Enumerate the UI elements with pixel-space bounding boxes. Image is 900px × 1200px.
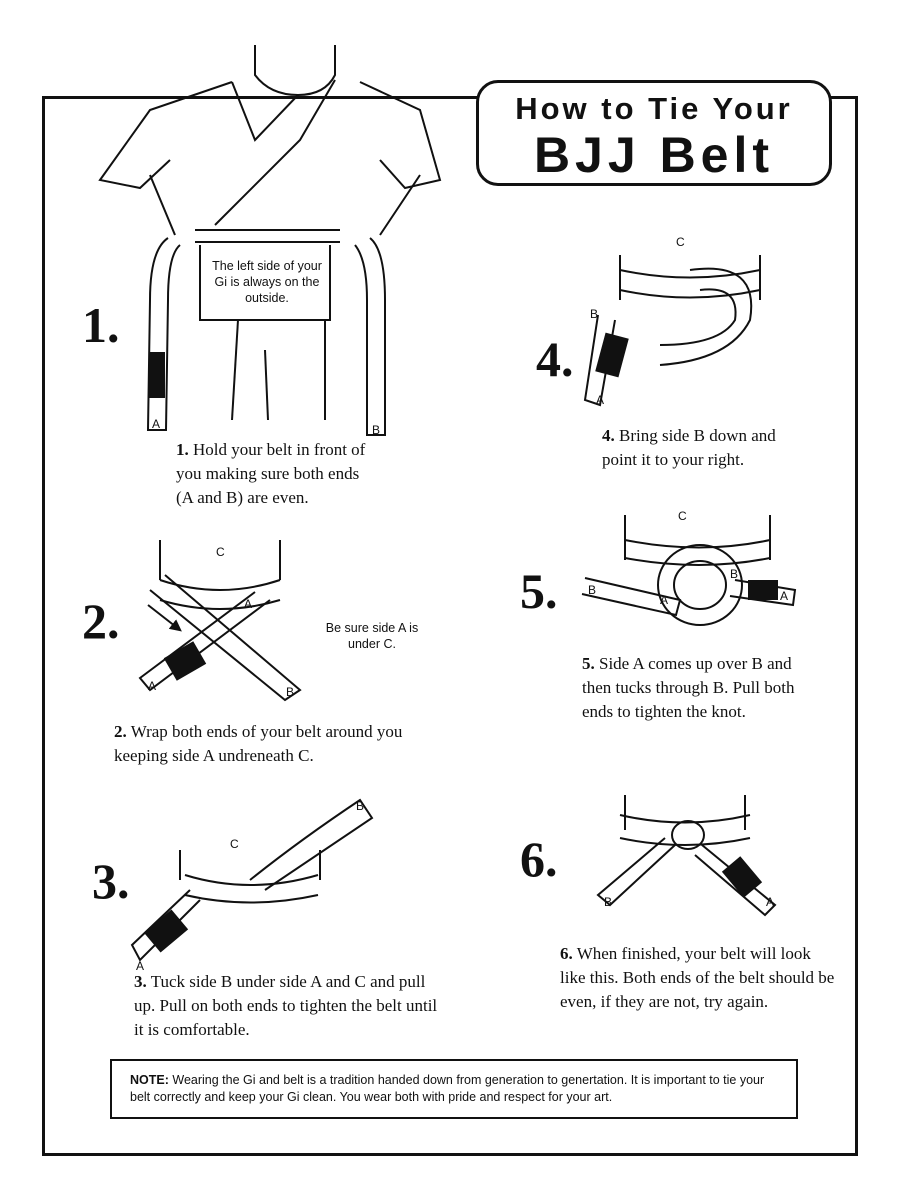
label-b-step5-left: B: [588, 583, 596, 597]
step-2-caption: 2. Wrap both ends of your belt around yo…: [114, 720, 414, 768]
label-a-step2: A: [148, 679, 156, 693]
step-6-illustration: [596, 795, 777, 917]
label-b-step5-mid: B: [730, 567, 738, 581]
label-a-step2-top: A: [244, 597, 252, 611]
step-4-caption: 4. Bring side B down and point it to you…: [602, 424, 812, 472]
label-b-step2: B: [286, 685, 294, 699]
label-c-step5: C: [678, 509, 687, 523]
label-b-step1: B: [372, 423, 380, 437]
step-3-text: Tuck side B under side A and C and pull …: [134, 972, 438, 1039]
step-5-text: Side A comes up over B and then tucks th…: [582, 654, 795, 721]
label-a-step5-right: A: [780, 589, 788, 603]
step-2-lead: 2.: [114, 722, 127, 741]
label-a-step3: A: [136, 959, 144, 973]
step-1-lead: 1.: [176, 440, 189, 459]
note-box: NOTE: Wearing the Gi and belt is a tradi…: [110, 1059, 798, 1119]
step-3-lead: 3.: [134, 972, 147, 991]
note-text: Wearing the Gi and belt is a tradition h…: [130, 1073, 765, 1104]
page-frame: [42, 96, 858, 1156]
label-a-step4: A: [596, 393, 604, 407]
step-2-illustration: [138, 540, 302, 702]
label-b-step4: B: [590, 307, 598, 321]
side-a-callout: Be sure side A is under C.: [325, 621, 419, 651]
step-6-number: 6.: [520, 831, 558, 887]
label-a-step1: A: [152, 417, 160, 431]
label-c-step2: C: [216, 545, 225, 559]
step-3-caption: 3. Tuck side B under side A and C and pu…: [134, 970, 444, 1042]
step-5-number: 5.: [520, 563, 558, 619]
step-4-lead: 4.: [602, 426, 615, 445]
step-6-lead: 6.: [560, 944, 573, 963]
label-a-step5-mid: A: [660, 593, 668, 607]
step-5-illustration: [581, 515, 797, 626]
step-2-text: Wrap both ends of your belt around you k…: [114, 722, 403, 765]
label-a-step6: A: [766, 895, 774, 909]
step-1-number: 1.: [82, 297, 120, 353]
title-line-1: How to Tie Your: [515, 91, 793, 126]
step-6-text: When finished, your belt will look like …: [560, 944, 835, 1011]
step-5-lead: 5.: [582, 654, 595, 673]
step-1-text: Hold your belt in front of you making su…: [176, 440, 366, 507]
step-4-number: 4.: [536, 331, 574, 387]
note-label: NOTE:: [130, 1073, 169, 1087]
gi-callout: The left side of your Gi is always on th…: [212, 259, 322, 305]
step-5-caption: 5. Side A comes up over B and then tucks…: [582, 652, 822, 724]
step-2-number: 2.: [82, 593, 120, 649]
title-box: How to Tie Your BJJ Belt: [476, 80, 832, 186]
step-1-caption: 1. Hold your belt in front of you making…: [176, 438, 376, 510]
step-3-illustration: [130, 798, 374, 962]
title-line-2: BJJ Belt: [533, 127, 775, 183]
step-4-text: Bring side B down and point it to your r…: [602, 426, 776, 469]
label-c-step4: C: [676, 235, 685, 249]
step-1-illustration: [98, 45, 442, 436]
step-4-illustration: [583, 255, 761, 407]
label-c-step3: C: [230, 837, 239, 851]
step-3-number: 3.: [92, 853, 130, 909]
step-6-caption: 6. When finished, your belt will look li…: [560, 942, 840, 1014]
label-b-step3: B: [356, 799, 364, 813]
label-b-step6: B: [604, 895, 612, 909]
